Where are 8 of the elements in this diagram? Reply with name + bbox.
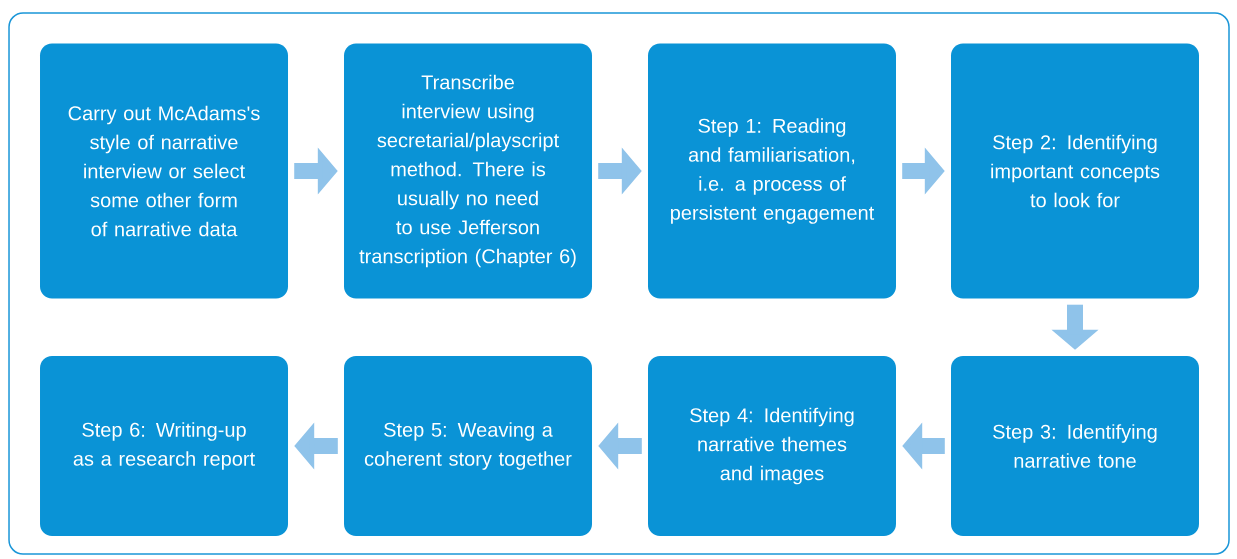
process-box: Carry out McAdams's style of narrative interview or select some other form of narrative data (40, 43, 288, 299)
process-box: Step 3: Identifying narrative tone (951, 356, 1199, 536)
process-box: Step 6: Writing-up as a research report (40, 356, 288, 536)
process-box: Step 1: Reading and familiarisation, i.e. a process of persistent engagement (648, 43, 896, 299)
process-box: Step 2: Identifying important concepts to look for (951, 43, 1199, 299)
process-box: Step 4: Identifying narrative themes and images (648, 356, 896, 536)
process-box: Transcribe interview using secretarial/playscript method. There is usually no need to use Jefferson transcription (Chapter 6) (344, 43, 592, 299)
process-box: Step 5: Weaving a coherent story together (344, 356, 592, 536)
